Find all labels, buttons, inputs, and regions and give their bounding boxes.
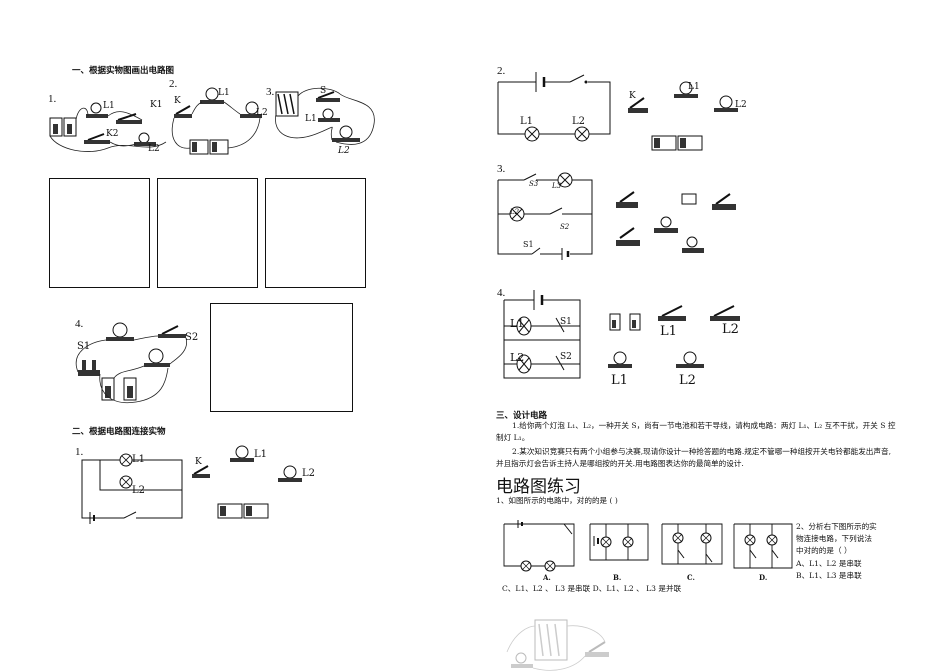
q1-option-b-label: B. — [613, 573, 622, 582]
fig2-real-circuit — [171, 87, 262, 155]
r-fig2-real-objects — [628, 81, 738, 151]
q2-faded-real-circuit — [506, 619, 609, 671]
fig4-number: 4. — [75, 318, 84, 330]
r-fig2-circuit — [497, 72, 611, 142]
fig4-label-s2: S2 — [185, 332, 199, 343]
q1-option-a-label: A. — [543, 573, 551, 582]
fig4-real-circuit — [75, 322, 188, 404]
sec2-real-objects — [192, 445, 302, 519]
sec2-label-l1: L1 — [132, 454, 146, 465]
fig1-label-k2: K2 — [106, 129, 119, 139]
question-1: 1、如图所示的电路中，对的的是 ( ) — [496, 496, 618, 505]
sec2-label-l2: L2 — [132, 485, 146, 496]
fig3-label-s: S — [320, 86, 327, 96]
section1-title: 一、根据实物图画出电路图 — [72, 65, 175, 75]
fig3-real-circuit — [275, 87, 375, 145]
q1-option-c-label: C. — [687, 573, 695, 582]
sec2-circuit-diagram — [81, 453, 183, 524]
r-fig3-label-s3: S3 — [529, 180, 539, 188]
answer-box-3 — [265, 178, 366, 288]
sec2-real-label-l2: L2 — [302, 468, 316, 479]
fig4-label-s1: S1 — [77, 341, 91, 352]
fig1-label-l2: L2 — [148, 144, 160, 154]
r-fig2-number: 2. — [497, 65, 506, 77]
fig2-label-l1: L1 — [218, 88, 230, 98]
fig1-label-l1: L1 — [103, 101, 115, 111]
r-fig3-label-s1: S1 — [523, 240, 534, 249]
fig2-number: 2. — [169, 78, 178, 90]
sec2-real-label-l1: L1 — [254, 449, 268, 460]
section2-title: 二、根据电路图连接实物 — [72, 426, 166, 436]
r-fig2-label-l1: L1 — [520, 116, 534, 127]
fig3-number: 3. — [266, 86, 275, 98]
r-fig3-real-objects — [616, 191, 736, 253]
r-fig2-label-l2: L2 — [572, 116, 586, 127]
r-fig4-label-l2: L2 — [510, 351, 525, 364]
section3-title: 三、设计电路 — [496, 410, 548, 420]
answer-box-4 — [210, 303, 353, 412]
r-fig4-label-s2: S2 — [560, 352, 572, 362]
r-fig4-real-l2b: L2 — [679, 373, 696, 388]
r-fig3-number: 3. — [497, 163, 506, 175]
question-options-cd: C、L1、L2 、 L3 是串联 D、L1、L2 、 L3 是并联 — [502, 584, 682, 593]
answer-box-2 — [157, 178, 258, 288]
practice-title: 电路图练习 — [496, 477, 581, 497]
q2-line-2: 物连接电路，下列说法 — [796, 534, 872, 543]
r-fig4-circuit — [503, 290, 581, 379]
r-fig3-circuit — [497, 172, 593, 260]
fig1-number: 1. — [48, 93, 57, 105]
r-fig4-real-l1b: L1 — [611, 373, 628, 388]
q1-option-circuits — [503, 520, 793, 572]
r-fig2-real-l2: L2 — [735, 100, 747, 110]
r-fig2-real-l1: L1 — [688, 82, 700, 92]
q2-option-b: B、L1、L3 是串联 — [796, 571, 862, 580]
r-fig4-real-l2: L2 — [722, 322, 739, 337]
r-fig4-real-objects — [608, 305, 740, 368]
r-fig4-number: 4. — [497, 287, 506, 299]
fig3-label-l2: L2 — [338, 146, 350, 156]
r-fig3-label-s2: S2 — [560, 223, 570, 231]
q1-option-d-label: D. — [759, 573, 768, 582]
r-fig4-real-l1: L1 — [660, 324, 677, 339]
r-fig4-label-l1: L1 — [510, 317, 525, 330]
design-para-1: 1.给你两个灯泡 L₁、L₂，一种开关 S，尚有一节电池和若干导线，请构成电路：… — [496, 421, 896, 442]
r-fig4-label-s1: S1 — [560, 317, 572, 327]
fig1-label-k1: K1 — [150, 100, 163, 110]
sec2-fig1-number: 1. — [75, 446, 84, 458]
fig1-real-circuit — [49, 102, 167, 152]
fig3-label-l1: L1 — [305, 114, 317, 124]
q2-option-a: A、L1、L2 是串联 — [796, 559, 862, 568]
design-para-2: 2.某次知识竞赛只有两个小组参与决赛,现请你设计一种抢答题的电路.规定不管哪一种… — [496, 447, 891, 468]
sec2-real-label-k: K — [195, 457, 202, 467]
q2-line-3: 中对的的是（ ） — [796, 546, 852, 555]
r-fig2-real-k: K — [629, 91, 636, 101]
r-fig3-label-l3: L3 — [552, 182, 562, 190]
answer-box-1 — [49, 178, 150, 288]
fig2-label-k: K — [174, 96, 181, 106]
r-fig3-label-l2: L2 — [510, 208, 520, 216]
fig2-label-l2: L2 — [256, 108, 268, 118]
q2-line-1: 2、分析右下图所示的实 — [796, 522, 877, 531]
